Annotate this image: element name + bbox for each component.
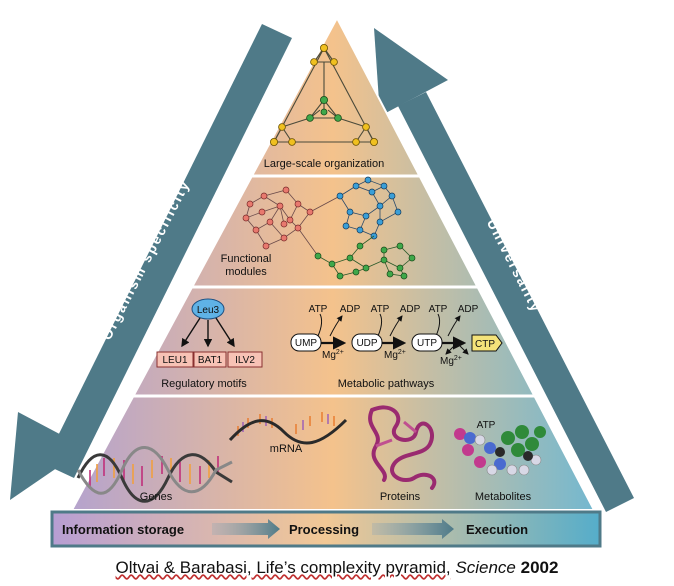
- adp-label-2: ADP: [400, 304, 421, 315]
- adp-label-3: ADP: [458, 304, 479, 315]
- ctp-label: CTP: [475, 339, 495, 350]
- utp-node: [411, 333, 443, 352]
- large-scale-organization-label: Large-scale organization: [264, 158, 384, 170]
- atp-label-1: ATP: [309, 304, 328, 315]
- metabolites-label: Metabolites: [475, 491, 532, 503]
- udp-node: [351, 333, 383, 352]
- protein-structure: [368, 405, 437, 490]
- metabolic-pathway: ATP ADP ATP ADP ATP ADP UMP UDP UTP CTP …: [290, 304, 503, 367]
- mrna-label: mRNA: [270, 443, 303, 455]
- functional-modules-label-line1: Functional: [221, 253, 272, 265]
- leu3-label: Leu3: [197, 305, 220, 316]
- bat1-label: BAT1: [198, 355, 223, 366]
- information-flow-band: Information storage Processing Execution: [50, 510, 602, 548]
- mrna-strand: [228, 412, 348, 445]
- udp-label: UDP: [356, 338, 377, 349]
- citation: Oltvai & Barabasi, Life’s complexity pyr…: [0, 558, 674, 578]
- utp-label: UTP: [417, 338, 437, 349]
- processing-label: Processing: [289, 522, 359, 537]
- citation-year: 2002: [520, 558, 559, 577]
- flow-arrow-1: [212, 519, 280, 539]
- mg-label-1: Mg2+: [322, 349, 344, 361]
- bat1-box: [193, 351, 227, 368]
- execution-label: Execution: [466, 522, 528, 537]
- citation-journal: Science: [455, 558, 516, 577]
- ump-node: [290, 333, 322, 352]
- flow-arrow-2: [372, 519, 454, 539]
- ilv2-box: [227, 351, 263, 368]
- proteins-label: Proteins: [380, 491, 421, 503]
- atp-label-3: ATP: [429, 304, 448, 315]
- atp-label-2: ATP: [371, 304, 390, 315]
- ump-label: UMP: [295, 338, 318, 349]
- functional-modules-label-line2: modules: [225, 266, 267, 278]
- genes-label: Genes: [140, 491, 173, 503]
- functional-modules-network: [242, 176, 416, 280]
- adp-label-1: ADP: [340, 304, 361, 315]
- universality-arrow: Universality: [374, 28, 634, 512]
- mg-label-2: Mg2+: [384, 349, 406, 361]
- dna-double-helix: [76, 446, 233, 503]
- mg-label-3: Mg2+: [440, 355, 462, 367]
- metabolic-pathways-label: Metabolic pathways: [338, 378, 435, 390]
- large-scale-network: [269, 44, 378, 146]
- regulatory-motifs-label: Regulatory motifs: [161, 378, 247, 390]
- citation-authors: Oltvai & Barabasi, Life’s complexity pyr…: [115, 558, 451, 577]
- information-storage-label: Information storage: [62, 522, 184, 537]
- leu1-box: [156, 351, 194, 368]
- regulatory-motif: Leu3 LEU1 BAT1 ILV2: [156, 298, 263, 368]
- ilv2-label: ILV2: [235, 355, 255, 366]
- leu1-label: LEU1: [162, 355, 187, 366]
- metabolite-molecule: [454, 425, 546, 476]
- atp-molecule-label: ATP: [477, 420, 496, 431]
- ctp-node: [471, 334, 503, 352]
- leu3-node: [191, 298, 225, 320]
